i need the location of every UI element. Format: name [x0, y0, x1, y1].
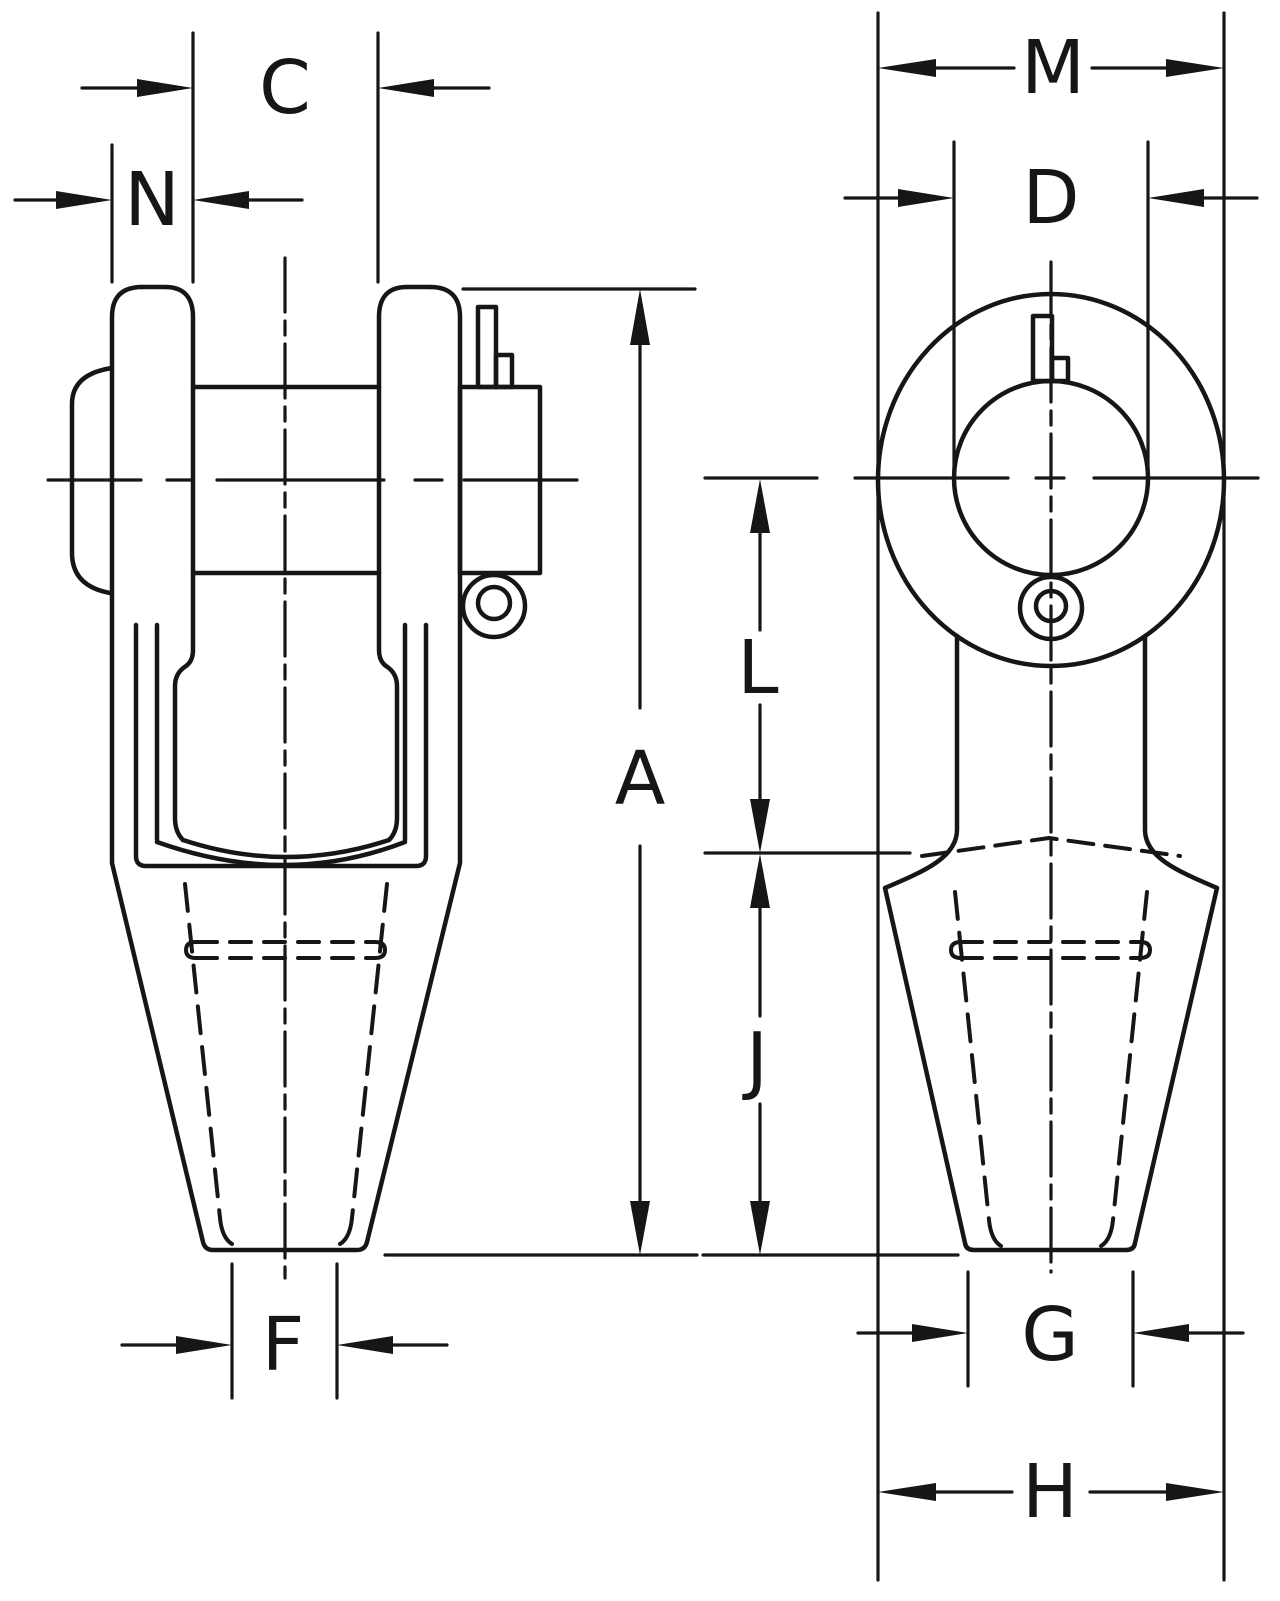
dim-N-arrowhead-right	[193, 191, 249, 209]
shell-inner-wall	[133, 622, 429, 869]
hidden-taper-front	[183, 882, 389, 1246]
hidden-taper-end-right-hook	[1099, 1218, 1115, 1248]
dim-H-arrowhead-right	[1166, 1483, 1224, 1501]
dim-G-arrowhead-left	[912, 1324, 968, 1342]
slot-end-cap-left	[949, 940, 963, 960]
dim-label-G: G	[1021, 1292, 1079, 1378]
dim-label-N: N	[124, 157, 180, 243]
dim-N-arrowhead-left	[56, 191, 112, 209]
dim-G-arrowhead-right	[1133, 1324, 1189, 1342]
hidden-taper-end-right	[1111, 890, 1149, 1222]
cotter-pin-tab-end	[1030, 313, 1055, 384]
dim-M-arrowhead-right	[1166, 59, 1224, 77]
slot-cap-left	[184, 940, 198, 960]
dim-D-arrowhead-left	[898, 189, 954, 207]
dim-label-L: L	[737, 625, 779, 711]
dim-D-extension-lines	[952, 140, 1150, 470]
left-ear-top	[139, 284, 196, 390]
dim-F	[120, 1262, 449, 1400]
hidden-taper-end	[953, 890, 1149, 1248]
dim-label-C: C	[259, 45, 311, 131]
cotter-ring-hole	[475, 584, 513, 622]
slot-cap-right	[373, 940, 387, 960]
hidden-taper-right	[350, 882, 389, 1220]
dim-A-arrowhead-down	[630, 1201, 650, 1255]
dim-label-F: F	[261, 1302, 305, 1388]
dim-label-M: M	[1021, 25, 1085, 111]
cotter-pin-tab	[475, 304, 499, 390]
dim-J-arrowhead-down	[750, 1201, 770, 1255]
cotter-pin-step	[493, 352, 515, 390]
dim-G-extension-lines	[966, 1270, 1135, 1388]
hidden-taper-end-left	[953, 890, 991, 1222]
dim-G	[856, 1270, 1245, 1388]
open-socket-end-view	[853, 260, 1260, 1274]
dim-C	[80, 31, 491, 284]
dim-A	[383, 287, 699, 1257]
dim-C-extension-lines	[191, 31, 380, 284]
dim-label-D: D	[1022, 155, 1080, 241]
dim-F-arrowhead-left	[176, 1336, 232, 1354]
saddle-curve-upper	[180, 837, 392, 860]
front-view-centerlines	[46, 256, 579, 1280]
dim-D	[843, 140, 1259, 470]
dim-C-arrowhead-right	[378, 79, 434, 97]
dim-N	[13, 143, 304, 284]
dim-C-arrowhead-left	[137, 79, 193, 97]
hidden-shoulder-line	[920, 836, 1182, 858]
hidden-taper-right-end	[338, 1216, 354, 1246]
hidden-taper-left-end	[218, 1216, 234, 1246]
cotter-pin-step-end	[1049, 355, 1071, 384]
open-socket-front-view	[46, 256, 579, 1280]
slot-wall-right	[376, 570, 400, 843]
dim-M	[876, 11, 1226, 1582]
dim-F-extension-lines	[230, 1262, 339, 1400]
dim-D-arrowhead-right	[1148, 189, 1204, 207]
dim-A-arrowhead-up	[630, 289, 650, 345]
dim-J-arrowhead-up	[750, 854, 770, 908]
dim-L-arrowhead-up	[750, 479, 770, 533]
dim-label-H: H	[1022, 1449, 1078, 1535]
dim-M-arrowhead-left	[878, 59, 936, 77]
dim-J	[701, 851, 960, 1257]
dim-F-arrowhead-right	[337, 1336, 393, 1354]
dimension-annotations	[13, 11, 1259, 1582]
slot-wall-left	[172, 570, 196, 843]
dim-label-J: J	[746, 1017, 768, 1103]
dim-L-arrowhead-down	[750, 799, 770, 853]
dim-label-A: A	[614, 736, 666, 822]
slot-end-cap-right	[1138, 940, 1152, 960]
right-ear-top	[376, 284, 433, 390]
end-view-centerlines	[853, 260, 1260, 1274]
hidden-taper-end-left-hook	[987, 1218, 1003, 1248]
hidden-taper-left	[183, 882, 222, 1220]
dim-L	[703, 476, 819, 853]
dim-M-extension-lines	[876, 11, 1226, 1582]
dim-H	[878, 1483, 1224, 1501]
dim-H-arrowhead-left	[878, 1483, 936, 1501]
